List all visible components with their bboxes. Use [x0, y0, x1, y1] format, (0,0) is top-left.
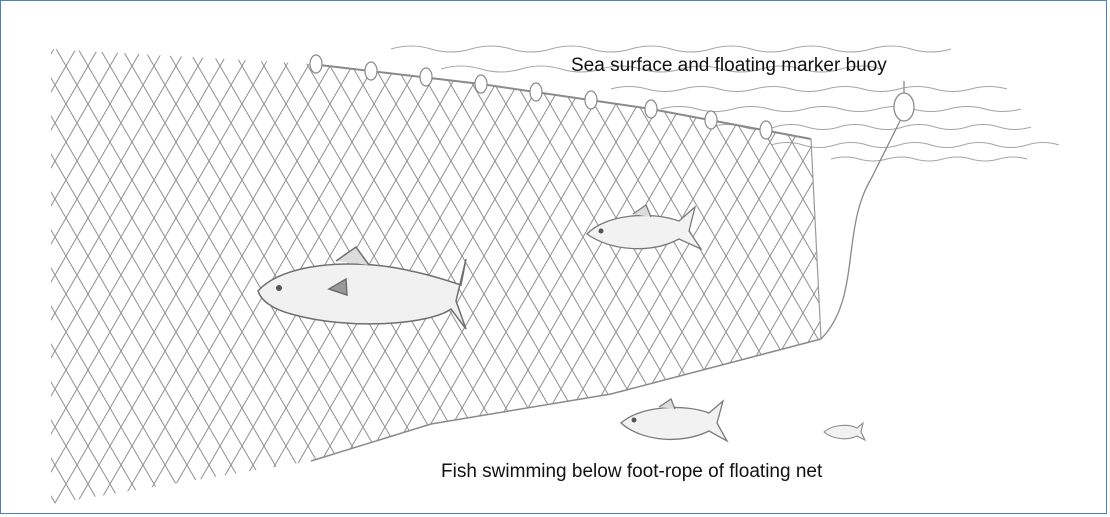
net-illustration: [11, 9, 1105, 507]
marker-buoy: [821, 81, 914, 339]
tuna-fish-tiny: [824, 423, 865, 440]
gill-net: [11, 9, 1105, 507]
sea-surface-caption: Sea surface and floating marker buoy: [571, 55, 887, 77]
foot-rope-caption: Fish swimming below foot-rope of floatin…: [441, 461, 822, 483]
tuna-fish-below: [621, 399, 727, 441]
